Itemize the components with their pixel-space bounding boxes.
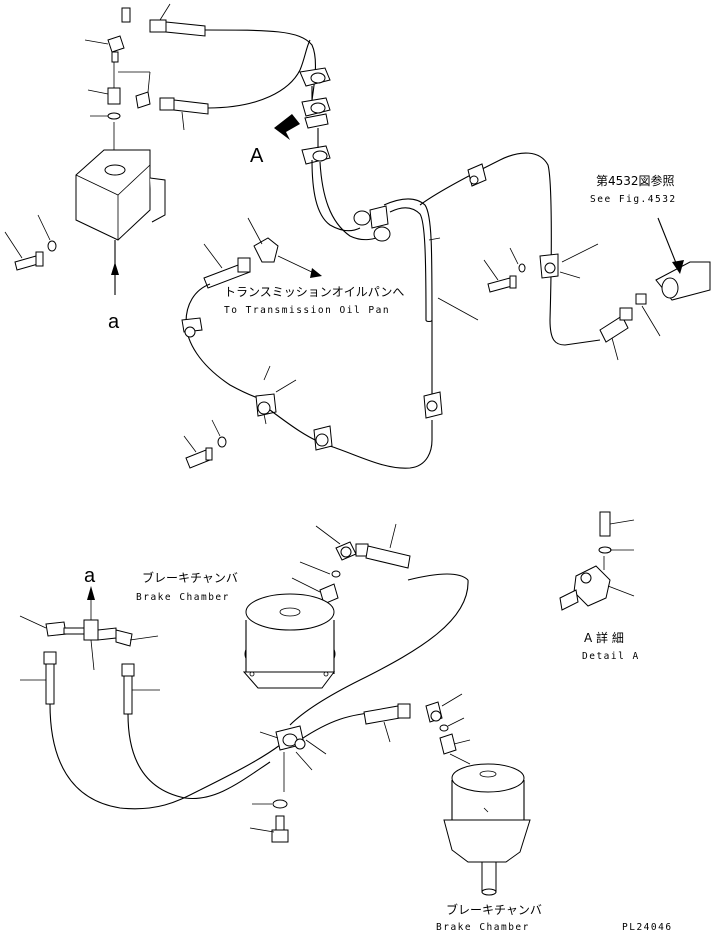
arrow-a-head: [111, 262, 119, 275]
bolt-washer-trans: [183, 419, 227, 469]
brake-chamber-1: [242, 593, 336, 689]
fittings-tank-top: [84, 7, 151, 150]
main-pipe: [311, 152, 601, 346]
drawing-number: PL24046: [622, 922, 673, 933]
arrow-a-label-bottom: a: [84, 565, 96, 587]
transmission-branch: [181, 217, 443, 469]
arrow-a-head-bottom: [87, 586, 95, 600]
upper-hose-1: [149, 3, 316, 101]
view-a-arrow: [274, 114, 300, 140]
upper-hose-2: [159, 39, 311, 131]
brake1-label-en: Brake Chamber: [136, 592, 230, 603]
lower-hoses: [20, 573, 469, 810]
transmission-label-jp: トランスミッションオイルパンへ: [224, 285, 404, 299]
tee-fittings: [19, 600, 159, 671]
reservoir-tank: [75, 149, 166, 241]
hose-brake2: [363, 693, 471, 765]
brake-chamber-2: [443, 763, 531, 896]
arrow-a-label-top: a: [108, 311, 120, 333]
bolt-washer-tank: [4, 214, 57, 271]
detail-a: [559, 511, 635, 611]
middle-clamp: [249, 725, 327, 843]
view-a-label: A: [250, 145, 264, 167]
bolt-washer-right: [483, 247, 526, 293]
detail-label-en: Detail A: [582, 651, 640, 662]
transmission-label-en: To Transmission Oil Pan: [224, 305, 390, 316]
right-hose-assembly: [599, 217, 711, 361]
ref-label-jp: 第4532図参照: [596, 173, 675, 188]
brake2-label-en: Brake Chamber: [436, 922, 530, 933]
ref-label-en: See Fig.4532: [590, 194, 677, 205]
clamp-stack: [299, 67, 331, 165]
detail-label-jp: A 詳 細: [584, 630, 624, 645]
brake1-label-jp: ブレーキチャンバ: [142, 570, 238, 585]
lower-top-fittings: [291, 523, 411, 605]
brake2-label-jp: ブレーキチャンバ: [446, 902, 542, 917]
